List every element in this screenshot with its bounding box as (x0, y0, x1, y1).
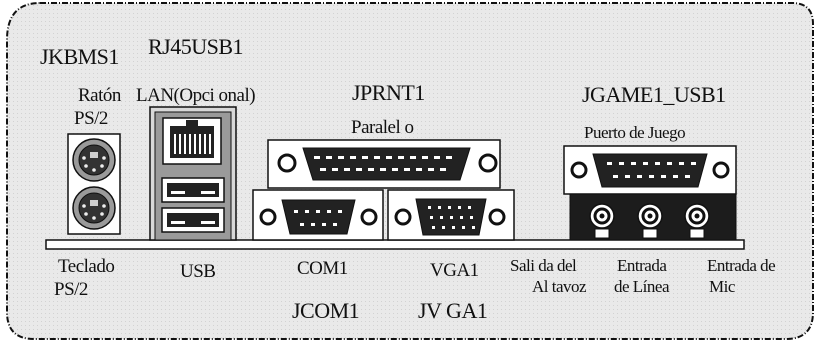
speaker-label-line2: Al tavoz (532, 277, 587, 296)
usb-label: USB (180, 261, 216, 282)
jvga1-label: JV GA1 (418, 298, 488, 323)
parallel-port-icon (267, 139, 501, 189)
speaker-label-line1: Sali da del (510, 256, 577, 275)
usb-port-icon (161, 177, 225, 233)
ps2-mouse-port-icon (67, 133, 121, 235)
vga-port-icon (387, 189, 515, 241)
jgame1-usb1-label: JGAME1_USB1 (582, 82, 726, 107)
com1-label: COM1 (297, 258, 348, 279)
audio-jack-icon (569, 193, 737, 241)
line-in-label-line2: de Línea (614, 277, 670, 296)
parallel-label: Paralel o (351, 117, 414, 138)
lan-label: LAN(Opci onal) (136, 85, 256, 106)
vga1-label: VGA1 (430, 260, 479, 281)
jprnt1-label: JPRNT1 (352, 80, 425, 105)
line-in-label-line1: Entrada (617, 256, 667, 275)
game-port-icon (563, 145, 737, 195)
serial-com-port-icon (252, 189, 384, 241)
keyboard-label-line1: Teclado (58, 256, 115, 277)
mic-label-line1: Entrada de (707, 256, 776, 275)
jcom1-label: JCOM1 (292, 298, 360, 323)
game-port-label: Puerto de Juego (584, 123, 686, 142)
mouse-label-line2: PS/2 (74, 108, 108, 129)
mouse-label-line1: Ratón (78, 85, 121, 106)
mic-label-line2: Mic (709, 277, 735, 296)
back-plate (45, 239, 745, 250)
ps2-keyboard-port-icon (72, 186, 116, 230)
jkbms1-label: JKBMS1 (40, 44, 119, 69)
keyboard-label-line2: PS/2 (54, 279, 88, 300)
rj45usb1-label: RJ45USB1 (148, 34, 244, 59)
